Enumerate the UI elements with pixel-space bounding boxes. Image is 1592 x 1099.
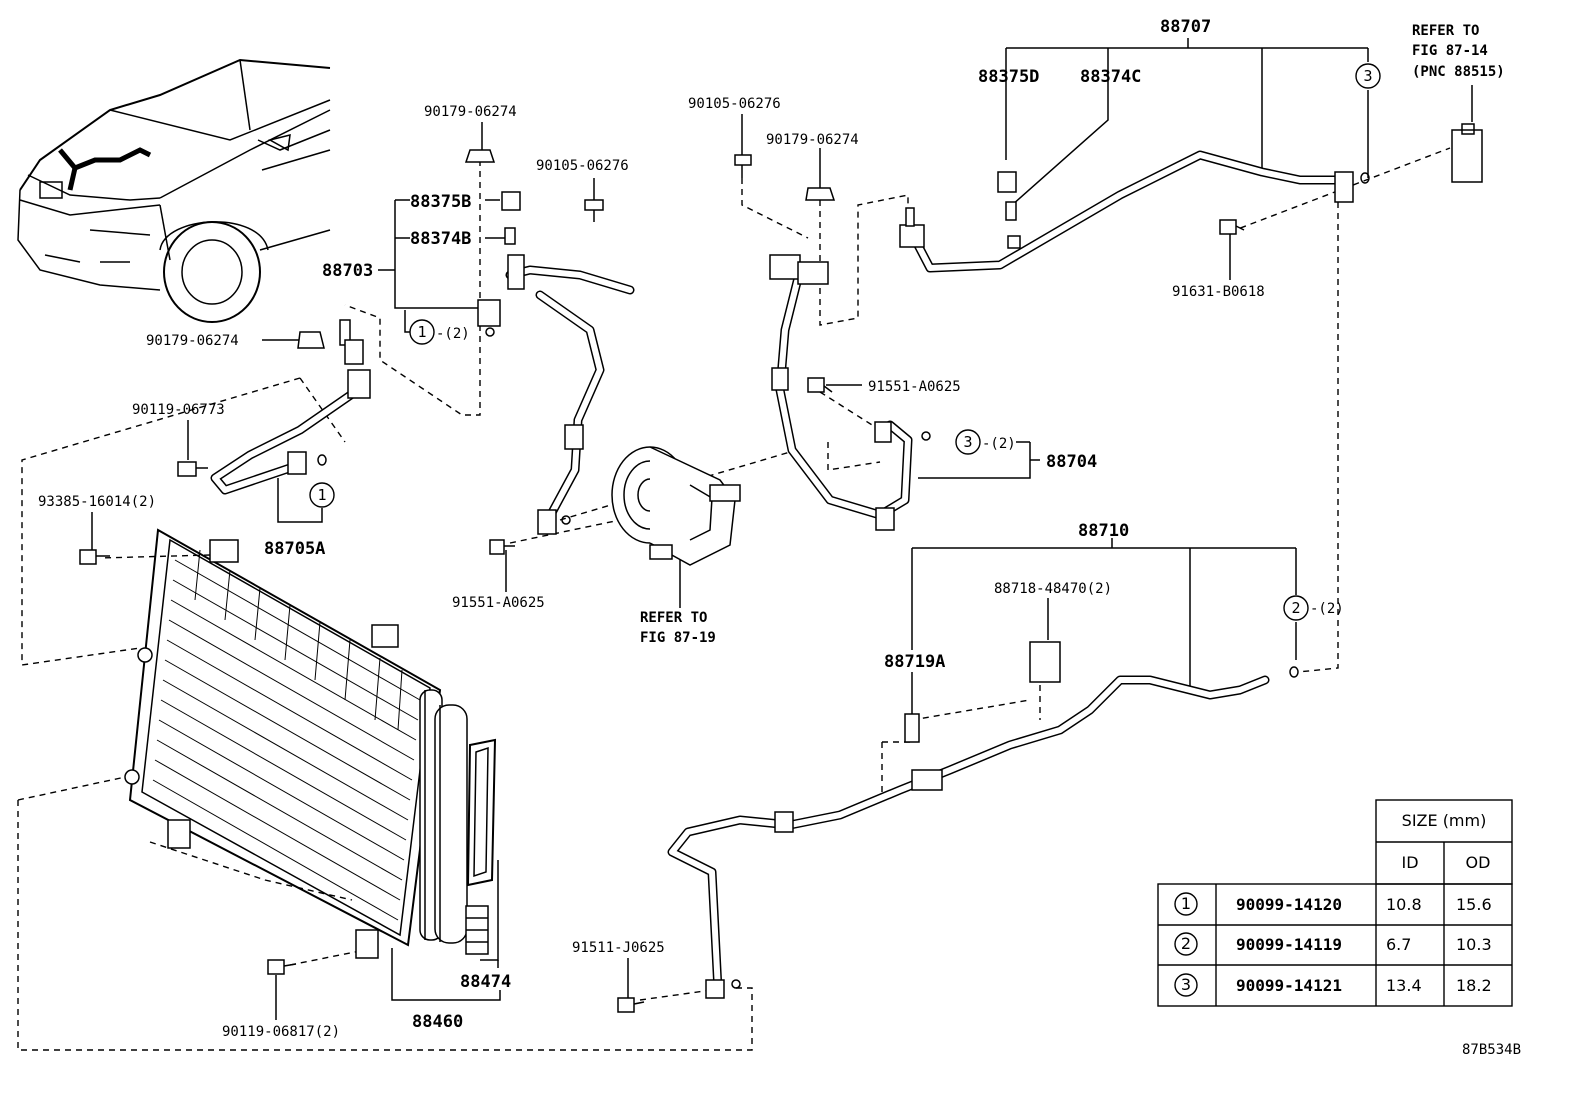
small-parts bbox=[79, 123, 1483, 1013]
size-table-od: 15.6 bbox=[1456, 895, 1492, 914]
callout-1-a: 1 bbox=[417, 323, 426, 341]
vehicle-illustration bbox=[17, 58, 331, 323]
qty-label-2: -(2) bbox=[1310, 601, 1344, 617]
size-table-part: 90099-14119 bbox=[1236, 935, 1342, 954]
label-88707: 88707 bbox=[1160, 17, 1211, 37]
size-table-col-od: OD bbox=[1466, 853, 1491, 872]
size-table-ref: 2 bbox=[1181, 934, 1191, 953]
refer-to-mid-line1: REFER TO bbox=[640, 610, 707, 626]
part-labels: 88707 88375D 88374C REFER TO FIG 87-14 (… bbox=[38, 17, 1521, 1058]
label-88703: 88703 bbox=[322, 261, 373, 281]
size-table-header: SIZE (mm) bbox=[1402, 811, 1487, 830]
refer-to-mid-line2: FIG 87-19 bbox=[640, 630, 716, 646]
label-91551-A0625-right: 91551-A0625 bbox=[868, 379, 961, 395]
label-88374B: 88374B bbox=[410, 229, 471, 249]
size-table: SIZE (mm) ID OD 1 90099-14120 10.8 15.6 … bbox=[1157, 799, 1513, 1007]
label-91511-J0625: 91511-J0625 bbox=[572, 940, 665, 956]
dashed-guides bbox=[17, 147, 1451, 1051]
callout-circles: 1 -(2) 1 3 3 -(2) 2 -(2) bbox=[309, 63, 1381, 621]
size-table-id: 6.7 bbox=[1386, 935, 1411, 954]
label-91551-A0625-bottom: 91551-A0625 bbox=[452, 595, 545, 611]
label-91631-B0618: 91631-B0618 bbox=[1172, 284, 1265, 300]
size-table-od: 10.3 bbox=[1456, 935, 1492, 954]
size-table-od: 18.2 bbox=[1456, 976, 1492, 995]
label-90105-06276-right: 90105-06276 bbox=[688, 96, 781, 112]
size-table-part: 90099-14120 bbox=[1236, 895, 1342, 914]
leader-lines bbox=[91, 38, 1473, 1020]
callout-3-b: 3 bbox=[963, 433, 972, 451]
label-90179-06274-right: 90179-06274 bbox=[766, 132, 859, 148]
label-88704: 88704 bbox=[1046, 452, 1097, 472]
size-table-id: 10.8 bbox=[1386, 895, 1422, 914]
diagram-code: 87B534B bbox=[1462, 1042, 1521, 1058]
callout-3-a: 3 bbox=[1363, 67, 1372, 85]
size-table-ref: 3 bbox=[1181, 975, 1191, 994]
label-88374C: 88374C bbox=[1080, 67, 1141, 87]
label-90119-06817: 90119-06817(2) bbox=[222, 1024, 340, 1040]
label-88710: 88710 bbox=[1078, 521, 1129, 541]
label-88474: 88474 bbox=[460, 972, 511, 992]
callout-2: 2 bbox=[1291, 599, 1300, 617]
qty-label-1: -(2) bbox=[436, 326, 470, 342]
label-88375B: 88375B bbox=[410, 192, 471, 212]
pipes bbox=[210, 150, 1340, 995]
qty-label-3: -(2) bbox=[982, 436, 1016, 452]
compressor bbox=[611, 446, 741, 566]
refer-to-top-line2: FIG 87-14 bbox=[1412, 43, 1488, 59]
label-88705A: 88705A bbox=[264, 539, 325, 559]
size-table-part: 90099-14121 bbox=[1236, 976, 1342, 995]
label-90179-06274-left: 90179-06274 bbox=[146, 333, 239, 349]
label-88460: 88460 bbox=[412, 1012, 463, 1032]
label-90179-06274-top: 90179-06274 bbox=[424, 104, 517, 120]
callout-1-b: 1 bbox=[317, 486, 326, 504]
label-88375D: 88375D bbox=[978, 67, 1039, 87]
label-90105-06276-left: 90105-06276 bbox=[536, 158, 629, 174]
condenser bbox=[124, 528, 497, 959]
label-93385-16014: 93385-16014(2) bbox=[38, 494, 156, 510]
size-table-id: 13.4 bbox=[1386, 976, 1422, 995]
refer-to-top-line3: (PNC 88515) bbox=[1412, 64, 1505, 80]
label-90119-06773: 90119-06773 bbox=[132, 402, 225, 418]
size-table-ref: 1 bbox=[1181, 894, 1191, 913]
label-88719A: 88719A bbox=[884, 652, 945, 672]
size-table-col-id: ID bbox=[1401, 853, 1418, 872]
refer-to-top-line1: REFER TO bbox=[1412, 23, 1479, 39]
label-88718-48470: 88718-48470(2) bbox=[994, 581, 1112, 597]
